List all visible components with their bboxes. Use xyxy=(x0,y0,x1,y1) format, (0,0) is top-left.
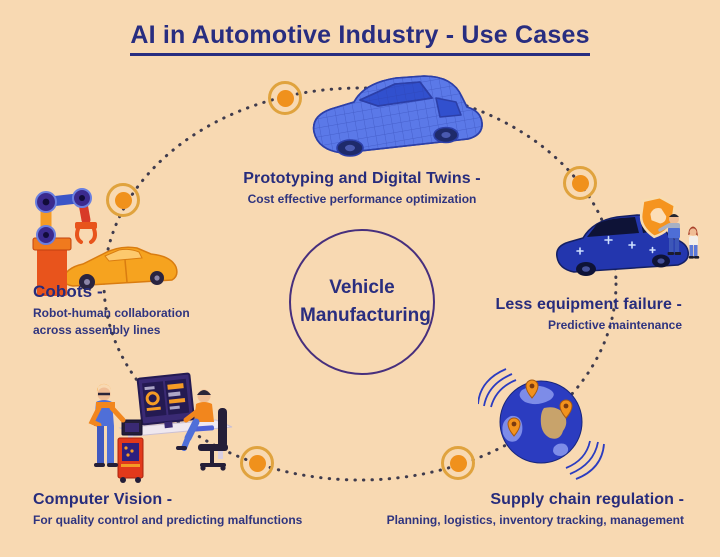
dual-monitors xyxy=(136,372,195,429)
standing-technician-figure xyxy=(88,383,126,467)
inspection-monitor-workstation-illustration xyxy=(88,372,233,483)
seated-analyst-figure xyxy=(176,389,228,471)
center-hub-circle: Vehicle Manufacturing xyxy=(289,229,435,375)
center-hub-label: Vehicle Manufacturing xyxy=(300,277,431,326)
orbit-node-dot xyxy=(276,89,294,107)
usecase-supply-chain-description: Planning, logistics, inventory tracking,… xyxy=(386,513,684,527)
usecase-cobots-description: Robot-human collaboration across assembl… xyxy=(33,306,190,337)
usecase-computer-vision-heading: Computer Vision - xyxy=(33,491,173,508)
orbit-node xyxy=(106,183,140,217)
map-pin-icon xyxy=(507,379,573,437)
usecase-supply-chain: Supply chain regulation - Planning, logi… xyxy=(344,491,684,529)
usecase-cobots-heading: Cobots - xyxy=(33,282,103,301)
orbit-node xyxy=(240,446,274,480)
usecase-computer-vision-description: For quality control and predicting malfu… xyxy=(33,513,303,527)
usecase-less-failure-description: Predictive maintenance xyxy=(547,318,682,332)
orbit-node xyxy=(268,81,302,115)
usecase-less-failure-heading: Less equipment failure - xyxy=(495,296,682,313)
usecase-less-failure: Less equipment failure - Predictive main… xyxy=(442,296,682,334)
car-with-mechanics-and-shield-illustration xyxy=(556,195,700,276)
diagnostics-cart xyxy=(117,419,144,483)
digital-twin-3d-car-illustration xyxy=(312,75,483,157)
orbit-node xyxy=(441,446,475,480)
robot-arm-assembling-car-illustration xyxy=(32,188,178,296)
usecase-supply-chain-heading: Supply chain regulation - xyxy=(490,491,684,508)
usecase-prototyping: Prototyping and Digital Twins - Cost eff… xyxy=(182,170,542,208)
globe-with-location-pins-illustration xyxy=(478,368,605,480)
orbit-node-dot xyxy=(571,174,589,192)
usecase-prototyping-description: Cost effective performance optimization xyxy=(247,192,477,206)
mechanic-figure xyxy=(658,214,681,255)
customer-figure xyxy=(688,226,700,259)
usecase-cobots: Cobots - Robot-human collaboration acros… xyxy=(33,282,233,339)
orbit-node xyxy=(563,166,597,200)
page-title: AI in Automotive Industry - Use Cases xyxy=(0,14,720,56)
orbit-node-dot xyxy=(114,191,132,209)
motion-arcs xyxy=(478,368,605,480)
orbit-node-dot xyxy=(449,454,467,472)
usecase-prototyping-heading: Prototyping and Digital Twins - xyxy=(243,170,481,187)
orbit-node-dot xyxy=(248,454,266,472)
usecase-computer-vision: Computer Vision - For quality control an… xyxy=(33,491,363,529)
